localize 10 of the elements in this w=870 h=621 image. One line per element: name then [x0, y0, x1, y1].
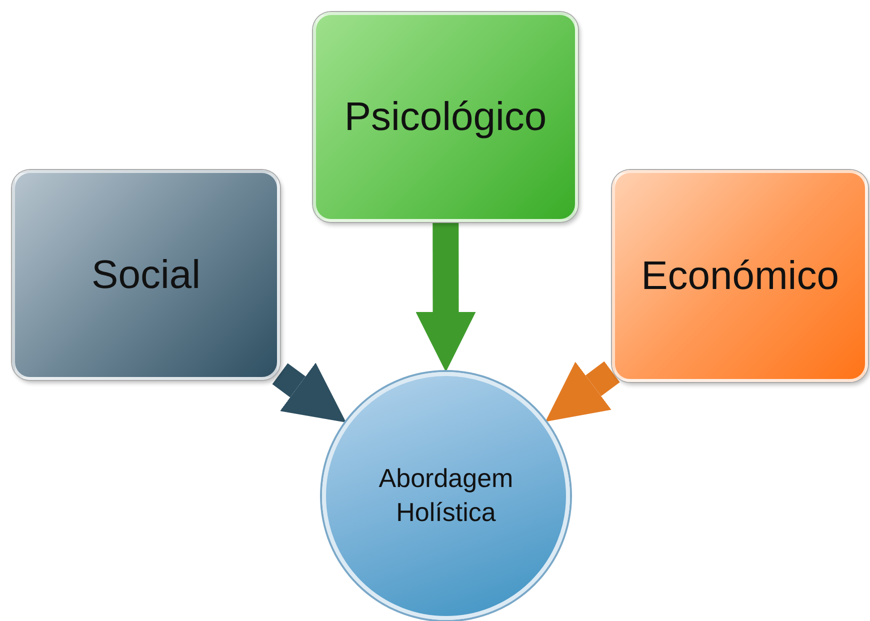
economic-box [612, 170, 868, 382]
box-label: Social [92, 252, 200, 299]
arrow [416, 222, 476, 372]
psychological-box [313, 12, 578, 222]
arrow [272, 362, 346, 422]
social-box [12, 170, 280, 380]
circle-label: Abordagem Holística [378, 462, 514, 529]
box-label: Económico [641, 253, 839, 300]
arrow [545, 361, 620, 422]
box-label: Psicológico [344, 94, 547, 141]
